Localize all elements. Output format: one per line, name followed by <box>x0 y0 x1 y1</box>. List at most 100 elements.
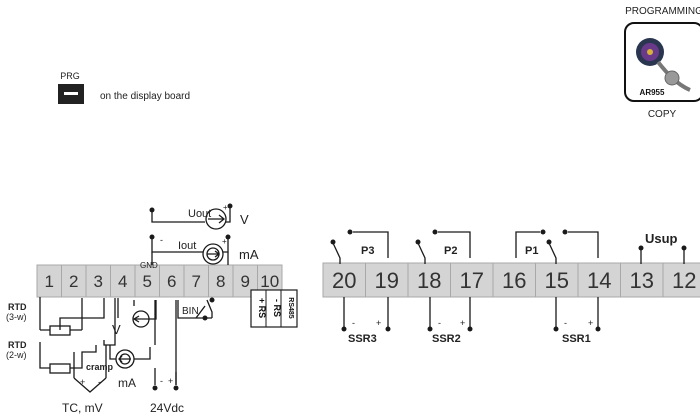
rs485-label: RS485 <box>287 297 294 319</box>
right-terminal-13: 13 <box>620 262 664 298</box>
ssr3-label: SSR3 <box>348 333 377 345</box>
left-terminal-2-number: 2 <box>69 272 78 291</box>
uout-plus-label: + <box>223 203 228 212</box>
right-terminal-13-number: 13 <box>630 268 654 293</box>
right-terminal-12-number: 12 <box>672 268 696 293</box>
p2-label: P2 <box>444 245 457 257</box>
vdc-label: 24Vdc <box>150 401 184 415</box>
prg-note: on the display board <box>100 91 190 102</box>
right-terminal-18: 18 <box>407 262 451 298</box>
iout-plus-label: + <box>222 237 227 246</box>
ssr1-minus: - <box>564 318 567 328</box>
left-terminal-7: 7 <box>183 264 209 298</box>
gnd-label: GND <box>140 261 158 270</box>
right-terminal-13-body <box>620 262 664 298</box>
left-terminal-5-body <box>134 264 160 298</box>
right-terminal-18-body <box>407 262 451 298</box>
right-terminal-19-number: 19 <box>375 268 399 293</box>
cramp-label: cramp <box>86 362 114 372</box>
left-terminal-4: 4 <box>110 264 136 298</box>
right-terminal-20: 20 <box>322 262 366 298</box>
relay-contacts <box>330 229 687 264</box>
right-terminal-15: 15 <box>535 262 579 298</box>
left-terminal-8: 8 <box>208 264 234 298</box>
right-terminal-20-number: 20 <box>332 268 356 293</box>
p3-label: P3 <box>361 245 374 257</box>
right-terminal-17-number: 17 <box>460 268 484 293</box>
left-terminal-1: 1 <box>36 264 62 298</box>
right-terminal-16-body <box>492 262 536 298</box>
left-terminal-4-body <box>110 264 136 298</box>
copy-label: COPY <box>648 109 677 120</box>
left-terminal-6-number: 6 <box>167 272 176 291</box>
p1-label: P1 <box>525 245 538 257</box>
rtd3-sub-label: (3-w) <box>6 312 27 322</box>
device-label: AR955 <box>640 88 665 97</box>
left-terminal-10-number: 10 <box>260 272 279 291</box>
tc-label: TC, mV <box>62 401 103 415</box>
left-terminal-1-body <box>36 264 62 298</box>
right-terminal-14-number: 14 <box>587 268 611 293</box>
left-terminal-7-body <box>183 264 209 298</box>
right-terminal-block: 20 19 18 17 16 15 14 13 12 <box>322 262 700 298</box>
rs-minus-label: - RS <box>272 299 282 317</box>
left-terminal-3-body <box>85 264 111 298</box>
vdc-minus-label: - <box>160 376 163 386</box>
right-terminal-12: 12 <box>662 262 700 298</box>
right-terminal-17-body <box>450 262 494 298</box>
left-terminal-9-number: 9 <box>241 272 250 291</box>
prg-key-label: PRG <box>60 71 80 81</box>
left-terminal-3-number: 3 <box>94 272 103 291</box>
uout-v-label: V <box>240 212 249 227</box>
input-connections <box>39 297 215 393</box>
iout-minus-label: - <box>160 235 163 245</box>
right-terminal-18-number: 18 <box>417 268 441 293</box>
left-terminal-1-number: 1 <box>45 272 54 291</box>
output-connections <box>149 203 233 265</box>
tc-plus-label: + <box>80 377 85 387</box>
rs485-box: + RS - RS RS485 <box>250 289 298 328</box>
v-input-label: V <box>112 322 121 337</box>
left-terminal-4-number: 4 <box>118 272 127 291</box>
iout-ma-label: mA <box>239 247 259 262</box>
rs-plus-label: + RS <box>257 298 267 318</box>
left-terminal-6: 6 <box>159 264 185 298</box>
left-terminal-7-number: 7 <box>192 272 201 291</box>
right-terminal-14: 14 <box>577 262 621 298</box>
left-terminal-3: 3 <box>85 264 111 298</box>
vdc-plus-label: + <box>168 376 173 386</box>
rtd2-sub-label: (2-w) <box>6 350 27 360</box>
right-terminal-15-number: 15 <box>545 268 569 293</box>
bin-label: BIN <box>182 306 199 317</box>
ma-input-label: mA <box>118 376 136 390</box>
uout-label: Uout <box>188 208 211 220</box>
right-terminal-19: 19 <box>365 262 409 298</box>
left-terminal-5: 5 <box>134 264 160 298</box>
right-terminal-17: 17 <box>450 262 494 298</box>
usup-label: Usup <box>645 231 678 246</box>
ssr3-minus: - <box>352 318 355 328</box>
ssr3-plus: + <box>376 318 381 328</box>
ssr2-plus: + <box>460 318 465 328</box>
left-terminal-6-body <box>159 264 185 298</box>
ssr1-plus: + <box>588 318 593 328</box>
left-terminal-8-number: 8 <box>216 272 225 291</box>
ssr2-minus: - <box>438 318 441 328</box>
right-terminal-14-body <box>577 262 621 298</box>
prg-key-group: PRG on the display board <box>58 71 190 104</box>
programming-key-group: PROGRAMMING AR955 COPY <box>624 6 700 120</box>
left-terminal-5-number: 5 <box>143 272 152 291</box>
rtd2-label: RTD <box>8 340 27 350</box>
right-terminal-16: 16 <box>492 262 536 298</box>
right-terminal-16-number: 16 <box>502 268 526 293</box>
ssr1-label: SSR1 <box>562 333 591 345</box>
right-terminal-19-body <box>365 262 409 298</box>
programming-label: PROGRAMMING <box>625 6 700 17</box>
tc-minus-label: - <box>98 377 101 387</box>
ssr-connections <box>341 297 601 332</box>
rtd3-label: RTD <box>8 302 27 312</box>
ssr2-label: SSR2 <box>432 333 461 345</box>
iout-label: Iout <box>178 240 196 252</box>
